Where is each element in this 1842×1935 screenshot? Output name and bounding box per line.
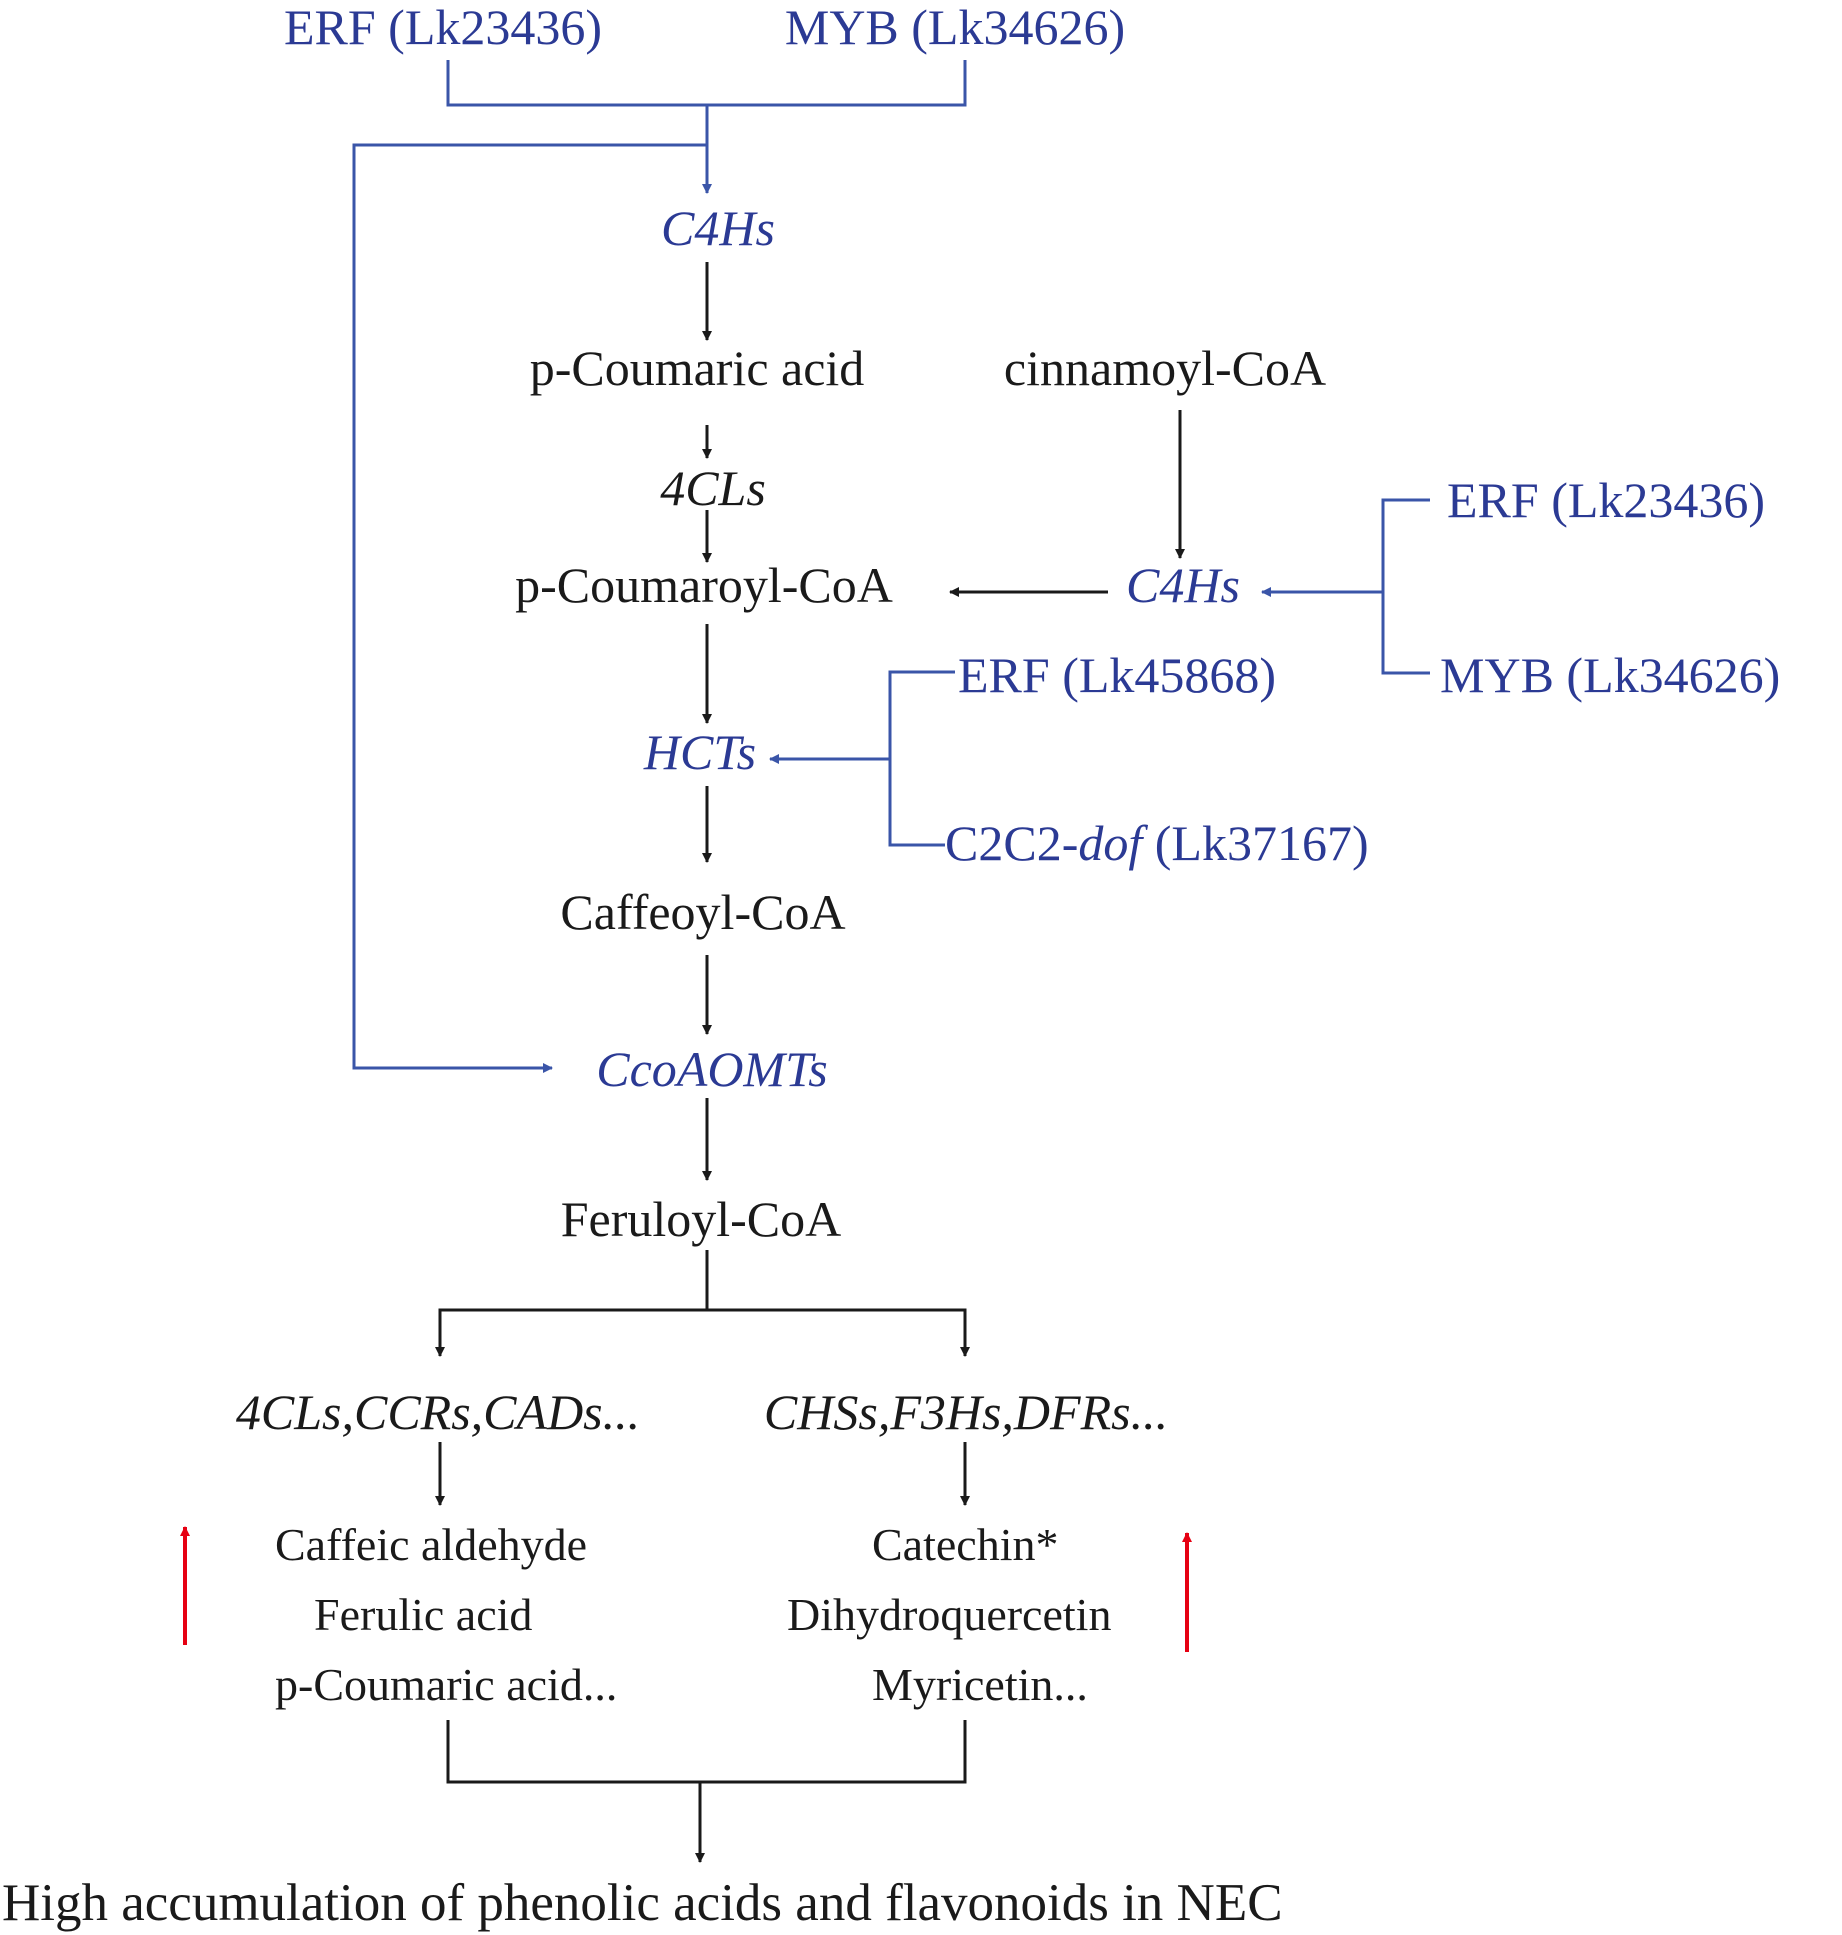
hct-erf-label: ERF (Lk45868) <box>958 647 1277 703</box>
top-erf-label: ERF (Lk23436) <box>283 0 603 55</box>
pathway-arrows <box>435 262 1185 1863</box>
left-branch-enzymes: 4CLs,CCRs,CADs... <box>235 1384 641 1440</box>
cinnamoyl-coa-node: cinnamoyl-CoA <box>1003 340 1327 396</box>
ccoaomts-enzyme: CcoAOMTs <box>596 1041 828 1097</box>
c4h-myb-label: MYB (Lk34626) <box>1440 647 1781 703</box>
c4hs-side-enzyme: C4Hs <box>1126 557 1240 613</box>
top-myb-label: MYB (Lk34626) <box>784 0 1126 55</box>
p-coumaroyl-coa-node: p-Coumaroyl-CoA <box>515 557 893 613</box>
right-branch-enzymes: CHSs,F3Hs,DFRs... <box>763 1384 1169 1440</box>
hct-dof-suffix: (Lk37167) <box>1142 815 1369 871</box>
left-metabolite: Caffeic aldehyde <box>275 1519 588 1570</box>
right-metabolite: Dihydroquercetin <box>787 1589 1112 1640</box>
conclusion-text: High accumulation of phenolic acids and … <box>2 1874 1283 1932</box>
hct-dof-label: C2C2-dof (Lk37167) <box>945 818 1369 868</box>
left-metabolite: p-Coumaric acid... <box>275 1659 618 1710</box>
top-regulation-lines <box>352 60 967 1073</box>
left-metabolite: Ferulic acid <box>314 1589 533 1640</box>
hct-regulation-lines <box>769 670 955 847</box>
c4hs-main-enzyme: C4Hs <box>661 200 775 256</box>
right-metabolite: Catechin* <box>872 1519 1059 1570</box>
p-coumaric-acid-node: p-Coumaric acid <box>529 340 865 396</box>
caffeoyl-coa-node: Caffeoyl-CoA <box>560 884 846 940</box>
hcts-enzyme: HCTs <box>643 724 757 780</box>
hct-dof-italic: dof <box>1078 815 1143 871</box>
increase-arrows <box>180 1526 1192 1652</box>
right-metabolite: Myricetin... <box>872 1659 1088 1710</box>
4cls-enzyme: 4CLs <box>660 460 766 516</box>
c4h-erf-label: ERF (Lk23436) <box>1447 472 1766 528</box>
feruloyl-coa-node: Feruloyl-CoA <box>560 1191 842 1247</box>
c4h-regulation-lines <box>1261 498 1430 675</box>
hct-dof-prefix: C2C2- <box>945 815 1079 871</box>
